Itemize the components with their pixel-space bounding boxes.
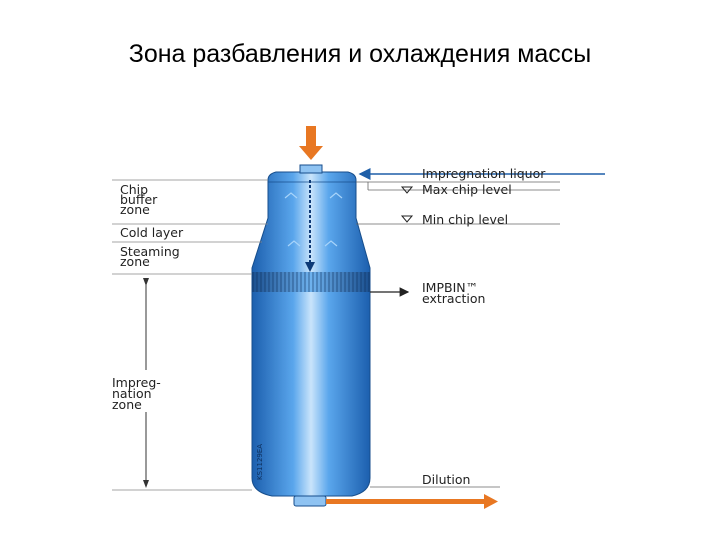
steaming-zone-label-2: zone [120,254,150,269]
min-level-marker [400,215,414,223]
max-level-marker [400,186,414,194]
cold-layer-label: Cold layer [120,225,184,240]
bottom-outlet-nozzle [293,495,327,507]
chip-buffer-zone-label-2: buffer [120,192,158,207]
extraction-screen-slots [252,272,370,292]
downpipe-tip [305,262,315,272]
dilution-label: Dilution [422,472,470,487]
impregnation-zone-label-1: Impreg- [112,375,161,390]
impregnation-liquor-label: Impregnation liquor [422,166,546,181]
chip-pile-mark [284,192,343,247]
chip-buffer-zone-label-3: zone [120,202,150,217]
extraction-label: extraction [422,291,485,306]
chip-buffer-zone-label-1: Chip [120,182,148,197]
vessel: KS1129EA [251,164,371,507]
zone-reference-lines [112,179,268,491]
vessel-shell [251,171,371,497]
vessel-code-label: KS1129EA [256,444,264,480]
chip-feed-arrow [299,126,323,160]
max-chip-level-label: Max chip level [422,182,512,197]
min-chip-level-label: Min chip level [422,212,508,227]
impregnation-zone-label-2: nation [112,386,152,401]
impregnation-zone-label-3: zone [112,397,142,412]
dilution-outlet-arrow [326,494,498,509]
steaming-zone-label-1: Steaming [120,244,180,259]
impbin-label: IMPBIN™ [422,280,478,295]
slide-title: Зона разбавления и охлаждения массы [128,40,592,68]
top-inlet-nozzle [299,164,323,174]
